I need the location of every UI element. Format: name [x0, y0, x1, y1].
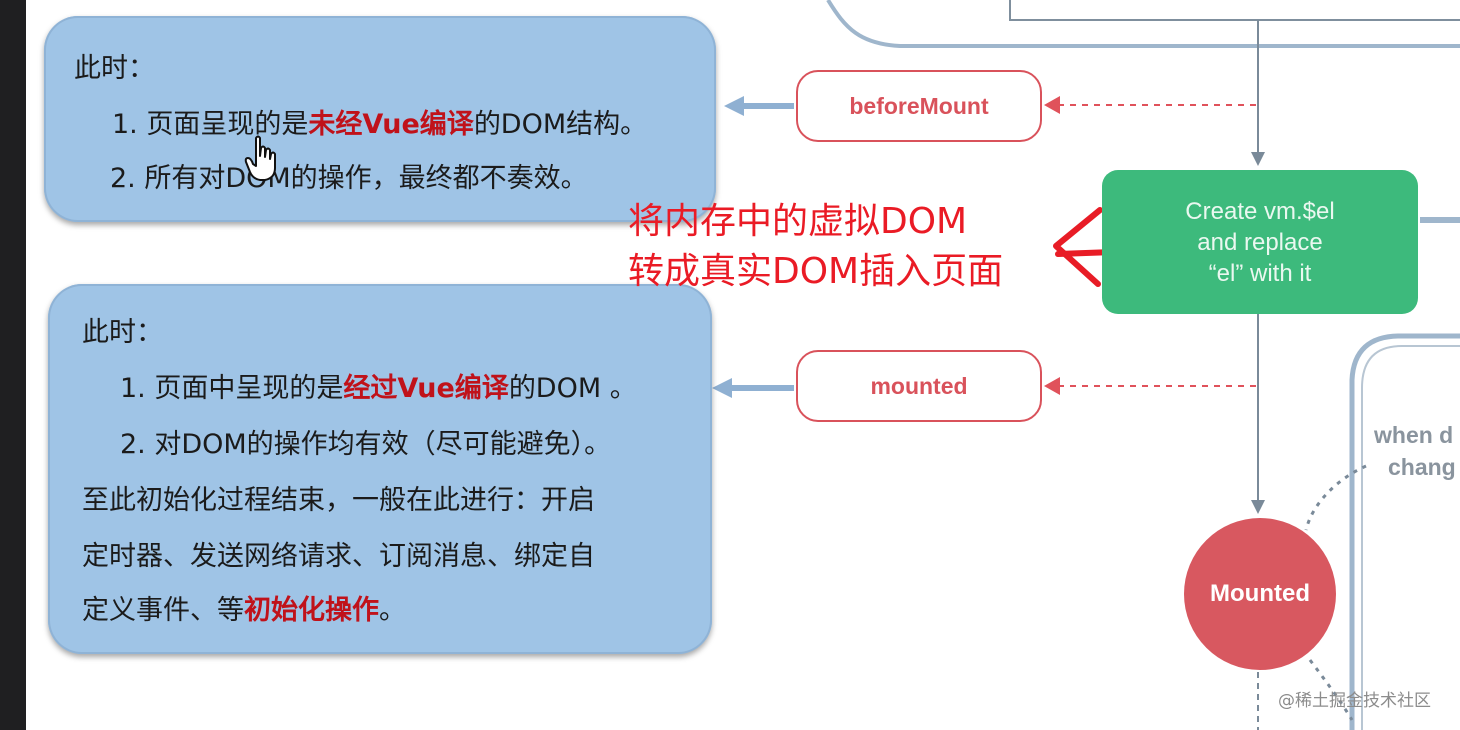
note1-item-1-suffix: 的DOM结构。 [473, 109, 648, 140]
note2-line-5: 定义事件、等初始化操作。 [82, 594, 406, 628]
before-mount-note: 此时： 1. 页面呈现的是未经Vue编译的DOM结构。 2. 所有对DOM的操作… [44, 16, 716, 222]
mounted-note: 此时： 1. 页面中呈现的是经过Vue编译的DOM 。 2. 对DOM的操作均有… [48, 284, 712, 654]
annotation-line-1: 将内存中的虚拟DOM [628, 201, 968, 242]
note1-heading: 此时： [74, 53, 155, 84]
note2-line-3: 至此初始化过程结束，一般在此进行：开启 [82, 485, 595, 516]
update-label-line-2: chang [1388, 454, 1456, 480]
note1-item-2: 2. 所有对DOM的操作，最终都不奏效。 [110, 163, 588, 194]
annotation-arrow-head [1053, 207, 1103, 287]
create-el-line-3: “el” with it [1208, 259, 1312, 287]
note1-arrow-head [724, 96, 744, 116]
watermark: @稀土掘金技术社区 [1278, 691, 1431, 711]
mounted-state-circle: Mounted [1184, 518, 1336, 670]
create-el-line-2: and replace [1197, 228, 1323, 256]
update-label-line-1: when d [1374, 422, 1454, 448]
note2-line-5-suffix: 。 [379, 595, 406, 626]
mounted-arrow-head [1044, 377, 1060, 395]
top-frame-inner [1009, 0, 1460, 21]
dark-side-strip [0, 0, 26, 730]
note2-line-4: 定时器、发送网络请求、订阅消息、绑定自 [82, 541, 595, 572]
flow-arrow-down-1 [1251, 152, 1265, 166]
note2-item-2: 2. 对DOM的操作均有效（尽可能避免）。 [120, 429, 612, 460]
note2-line-5-prefix: 定义事件、等 [82, 595, 244, 626]
create-el-line-1: Create vm.$el [1185, 197, 1335, 225]
note1-item-1-highlight: 未经Vue编译 [308, 109, 474, 140]
note2-line-5-highlight: 初始化操作 [244, 595, 379, 626]
note1-item-1-prefix: 1. 页面呈现的是 [112, 109, 309, 140]
note2-arrow-head [712, 378, 732, 398]
before-mount-arrow-head [1044, 96, 1060, 114]
right-frame-outer [1349, 333, 1460, 730]
hand-pointer-icon [244, 135, 276, 181]
update-loop-curve-top [1304, 464, 1367, 531]
right-frame-inner [1361, 345, 1460, 730]
mounted-hook: mounted [796, 350, 1042, 422]
note2-item-1-suffix: 的DOM 。 [508, 373, 637, 404]
note2-item-1-highlight: 经过Vue编译 [343, 373, 509, 404]
note2-item-1: 1. 页面中呈现的是经过Vue编译的DOM 。 [120, 372, 637, 406]
top-frame-outer [826, 0, 1460, 48]
note2-heading: 此时： [82, 317, 163, 348]
create-el-step: Create vm.$el and replace “el” with it [1102, 170, 1418, 314]
note1-item-1: 1. 页面呈现的是未经Vue编译的DOM结构。 [112, 108, 647, 142]
note2-item-1-prefix: 1. 页面中呈现的是 [120, 373, 344, 404]
before-mount-hook: beforeMount [796, 70, 1042, 142]
flow-arrow-down-2 [1251, 500, 1265, 514]
annotation-line-2: 转成真实DOM插入页面 [628, 251, 1004, 292]
